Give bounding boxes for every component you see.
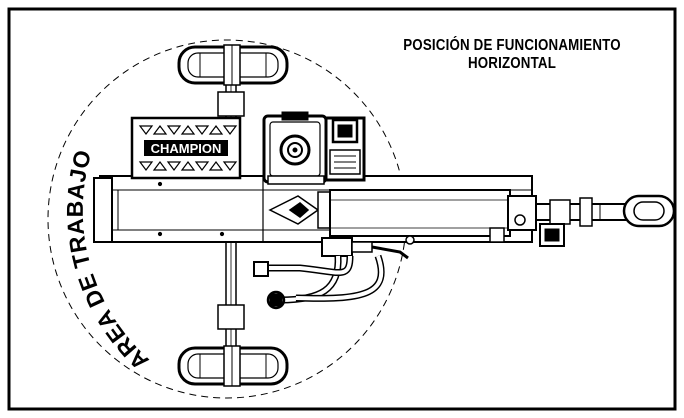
engine bbox=[262, 111, 366, 185]
title-line-2: HORIZONTAL bbox=[467, 55, 557, 72]
hydraulic-hoses bbox=[253, 254, 385, 310]
brand-label: CHAMPION bbox=[151, 141, 222, 156]
title-line-1: POSICIÓN DE FUNCIONAMIENTO bbox=[403, 37, 621, 54]
hydraulic-cylinder bbox=[329, 189, 537, 243]
top-wheel bbox=[177, 44, 289, 86]
bottom-wheel bbox=[177, 345, 289, 387]
control-valve bbox=[321, 235, 415, 260]
hydraulic-tank: CHAMPION bbox=[130, 116, 242, 180]
tow-tongue bbox=[535, 194, 676, 247]
